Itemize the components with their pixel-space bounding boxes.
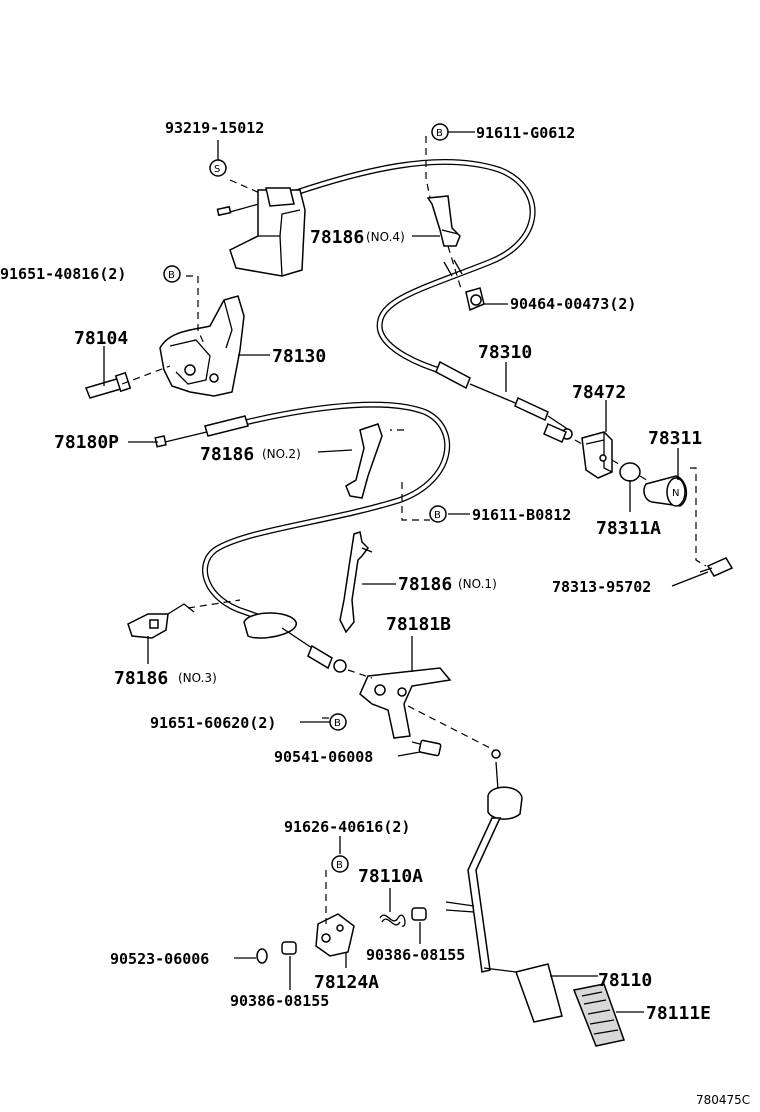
label-78186-no4-note: (NO.4) (366, 230, 405, 244)
clamp-no3 (127, 603, 195, 639)
symbol-b-91651-606: B (329, 713, 347, 731)
label-93219-15012: 93219-15012 (165, 119, 264, 137)
bushing-90386-lower (281, 941, 297, 955)
svg-text:S: S (214, 164, 220, 175)
label-78130: 78130 (272, 346, 326, 367)
svg-text:B: B (436, 128, 443, 139)
label-90464-00473: 90464-00473(2) (510, 295, 636, 313)
svg-text:B: B (334, 718, 341, 729)
label-78186-no1-note: (NO.1) (458, 577, 497, 591)
label-78472: 78472 (572, 382, 626, 403)
pedal-pad-78111e (572, 983, 625, 1047)
label-78313-95702: 78313-95702 (552, 578, 651, 596)
label-78181b: 78181B (386, 614, 451, 635)
label-78104: 78104 (74, 328, 128, 349)
label-78311: 78311 (648, 428, 702, 449)
svg-text:B: B (168, 270, 175, 281)
label-90386-08155-upper: 90386-08155 (366, 946, 465, 964)
catalog-number: 780475C (696, 1093, 750, 1107)
clip-90464 (465, 287, 485, 312)
leader-lines (103, 131, 709, 1013)
nut-90523 (256, 948, 268, 964)
symbol-b-91611b: B (429, 505, 447, 523)
label-78124a: 78124A (314, 972, 379, 993)
symbol-s-93219: S (209, 159, 227, 177)
svg-text:B: B (336, 860, 343, 871)
label-78186-no2-note: (NO.2) (262, 447, 301, 461)
label-90541-06008: 90541-06008 (274, 748, 373, 766)
symbol-b-91611g: B (431, 123, 449, 141)
label-78186-no1: 78186 (398, 574, 452, 595)
label-91626-40616: 91626-40616(2) (284, 818, 410, 836)
clamp-no2 (345, 423, 383, 499)
knob-78311: N (643, 475, 688, 507)
bushing-90386-upper (411, 907, 427, 921)
spring-78110a (379, 914, 406, 927)
label-78186-no2: 78186 (200, 444, 254, 465)
label-78180p: 78180P (54, 432, 119, 453)
bracket-78472 (581, 431, 613, 479)
label-91611-b0812: 91611-B0812 (472, 506, 571, 524)
label-78111e: 78111E (646, 1003, 711, 1024)
pedal-arm-78110 (445, 749, 563, 1023)
bolt-90541 (411, 739, 442, 757)
label-90386-08155-lower: 90386-08155 (230, 992, 329, 1010)
symbol-b-91651-408: B (163, 265, 181, 283)
label-90523-06006: 90523-06006 (110, 950, 209, 968)
label-78311a: 78311A (596, 518, 661, 539)
pin-78104 (84, 371, 132, 399)
label-78186-no3: 78186 (114, 668, 168, 689)
label-78110a: 78110A (358, 866, 423, 887)
label-91651-60620: 91651-60620(2) (150, 714, 276, 732)
lever-78130 (159, 295, 245, 397)
bolt-78313 (699, 557, 734, 577)
symbol-markers: S B B B B B (163, 123, 449, 873)
svg-text:N: N (672, 488, 679, 499)
upper-cable-bracket (229, 187, 306, 277)
label-78186-no3-note: (NO.3) (178, 671, 217, 685)
assembly-lines (121, 136, 707, 924)
lower-cable (154, 401, 451, 673)
clamp-no4 (426, 195, 461, 247)
label-78110: 78110 (598, 970, 652, 991)
label-91651-40816: 91651-40816(2) (0, 265, 126, 283)
symbol-b-91626: B (331, 855, 349, 873)
label-91611-g0612: 91611-G0612 (476, 124, 575, 142)
svg-text:B: B (434, 510, 441, 521)
cap-78311a (619, 462, 641, 482)
label-78310: 78310 (478, 342, 532, 363)
part-labels: 93219-15012 91611-G0612 78186 (NO.4) 916… (0, 119, 711, 1024)
clamp-no1 (339, 531, 373, 634)
bracket-78181b (359, 667, 452, 739)
label-78186-no4: 78186 (310, 227, 364, 248)
upper-cable (216, 158, 573, 444)
bracket-78124a (315, 913, 355, 957)
